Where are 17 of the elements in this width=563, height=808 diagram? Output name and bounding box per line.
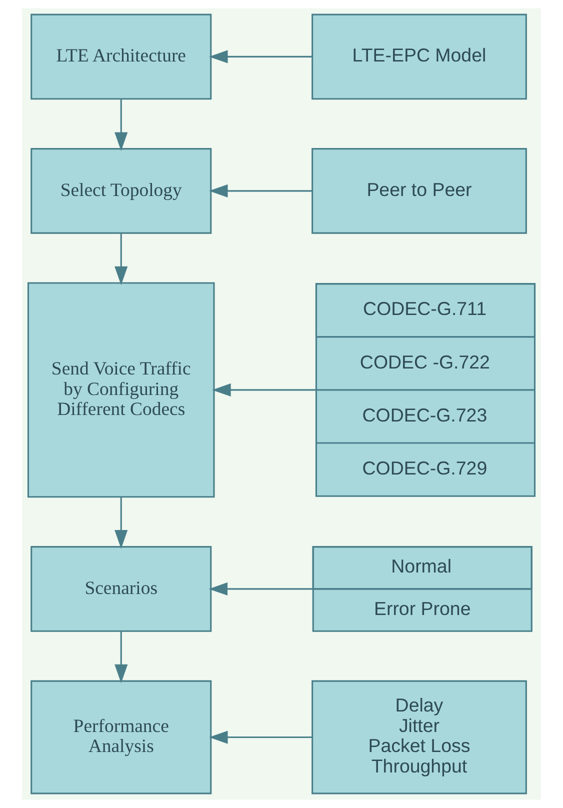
node-box: Send Voice Traffic by Configuring Different Codecs xyxy=(27,282,215,498)
arrow xyxy=(208,582,314,596)
node-box: Select Topology xyxy=(30,148,212,234)
node-box: Scenarios xyxy=(30,546,212,632)
node-box: Performance Analysis xyxy=(30,680,212,794)
arrow xyxy=(114,496,128,549)
arrow xyxy=(114,99,128,151)
arrow xyxy=(114,233,128,286)
arrow xyxy=(114,632,128,684)
node-box: Delay Jitter Packet Loss Throughput xyxy=(312,680,527,794)
arrow xyxy=(209,184,312,198)
node-box: Peer to Peer xyxy=(312,148,527,234)
arrow xyxy=(209,50,312,64)
arrow xyxy=(209,730,312,744)
node-box: LTE-EPC Model xyxy=(312,14,527,100)
arrow xyxy=(212,383,316,397)
node-box: LTE Architecture xyxy=(30,14,212,100)
